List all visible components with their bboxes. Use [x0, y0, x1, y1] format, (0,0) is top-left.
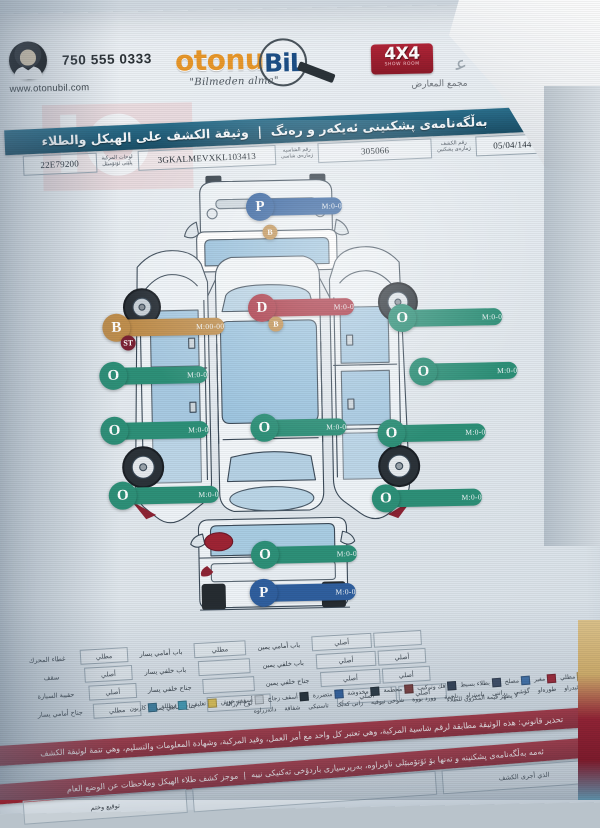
legend-swatch [207, 698, 218, 708]
legend-swatch [147, 702, 158, 713]
header-arabic-note-text: مجمع المعارض [411, 78, 468, 90]
legend-secondary-label: ڕاتنی [491, 689, 507, 698]
cell-left-name: غطاء المحرك [28, 654, 66, 665]
phone-number: 750 555 0333 [61, 50, 153, 68]
field-inspection-number: رقم الكشف ژمارەی پشکنین 305066 [316, 137, 475, 164]
cell-right-name: جناح خلفي يمين [265, 676, 310, 687]
title-separator: | [257, 123, 263, 140]
field-value-vin: 3GKALMEVXKL103413 [157, 150, 257, 166]
cell-right-name: باب أمامي يمين [257, 640, 301, 651]
cell-left-status[interactable]: أصلي [84, 665, 133, 683]
legend-secondary-label: باستراو [465, 690, 485, 700]
legend-item: تغليف [191, 698, 218, 709]
legend-swatch [447, 680, 457, 691]
legend-swatch [491, 677, 502, 688]
legend-swatch [178, 700, 188, 711]
legend-secondary-label: طورەاو [537, 685, 557, 695]
legend-swatch [254, 694, 265, 705]
legend-label: أسقف زجاج [267, 693, 299, 703]
logo-tagline: "Bilmeden alma" [189, 75, 279, 89]
title-kurdish: بەڵگەنامەی پشکنینی ئەیکەر و رەنگ [270, 113, 488, 139]
cell-far-status[interactable]: أصلي [381, 665, 431, 684]
legend-item: كاربون [129, 702, 158, 714]
legend-label: فك وتركيب [416, 682, 446, 692]
cell-right-name: باب خلفي يمين [262, 658, 305, 669]
cell-far-status[interactable] [373, 629, 422, 648]
cell-mid-status[interactable]: مطلي [193, 640, 247, 659]
legend-label: مصلح [504, 677, 520, 686]
cell-mid-name: باب خلفي يسار [144, 665, 187, 676]
cell-mid-status[interactable] [202, 676, 255, 695]
cell-right-status[interactable]: أصلي [311, 632, 373, 652]
legend-label: متضررة [312, 690, 333, 700]
field-label-vin: رقم الشاسيه ژمارەی شاسی [280, 146, 314, 160]
title-arabic: وثيقة الكشف على الهيكل والطلاء [41, 124, 250, 149]
field-label-plate: لوحات المركبة پلێتی ئۆتۆمبێل [101, 154, 133, 168]
vehicle-outline-drawing [122, 173, 421, 611]
legend-secondary-label: زانی کەڵک [336, 699, 364, 709]
cell-far-status[interactable]: أصلي [377, 647, 427, 666]
legend-secondary-label: شوخی تیوقیە [370, 696, 405, 707]
header-arabic-big-glyph: ﻋ [455, 52, 468, 75]
legend-secondary-label: گۆشی [513, 687, 531, 696]
cell-left-name: حقيبة السيارة [37, 690, 75, 701]
legend-label: مظللة [160, 702, 177, 711]
legend-item: مغير [533, 673, 557, 685]
legend-label: مغير [533, 675, 546, 684]
legend-label: بطلاء بسيط [460, 679, 491, 689]
legend-item: متضررة [312, 689, 344, 700]
document-photo: 750 555 0333 www.otonubil.com otonu BiL … [0, 0, 600, 800]
website-url: www.otonubil.com [9, 82, 90, 95]
legend-item: أسقف خوش [220, 694, 265, 707]
legend-item: محطمة [383, 684, 414, 695]
legend-label: أسقف خوش [220, 696, 254, 707]
cell-left-status[interactable]: أصلي [88, 682, 138, 701]
cell-right-status[interactable]: أصلي [315, 650, 377, 670]
field-value-inspection-number-box[interactable]: 305066 [317, 138, 433, 164]
legend-label: تغليف [191, 700, 207, 709]
legend-secondary-label: دائەزراوە [253, 706, 277, 715]
cell-left-status[interactable]: مطلي [79, 647, 129, 665]
underlying-document-edge [578, 620, 600, 800]
legend-secondary-label: وورد بووة [411, 694, 437, 704]
legend-secondary-label: تاستیکی [308, 702, 329, 711]
legend-secondary-label: ئیدراو [563, 684, 579, 693]
legend-item: فك وتركيب [416, 680, 457, 693]
legend-secondary-label: شفافة [284, 704, 301, 713]
legend-swatch [334, 689, 344, 699]
legend-swatch [299, 691, 310, 702]
cell-mid-name: باب أمامي يسار [139, 647, 183, 658]
legend-item: أسقف زجاج [267, 691, 310, 704]
magnifier-handle-icon [296, 61, 336, 84]
field-value-plate: 22E79200 [40, 158, 80, 171]
legend-swatch [403, 684, 414, 694]
legend-label: مخدوشة [347, 688, 369, 697]
folded-paper-edge [544, 86, 600, 546]
legend-item: مصلح [504, 675, 531, 687]
legend-swatch [520, 675, 531, 686]
legend-label: كاربون [129, 704, 147, 713]
car-top-plan-view [214, 255, 325, 512]
cell-left-name: سقف [43, 672, 60, 682]
legend-label: مطلي [559, 673, 576, 682]
legend-item: مخدوشة [347, 686, 380, 698]
legend-item: بطلاء بسيط [460, 677, 502, 690]
car-side-left-view [122, 250, 213, 524]
legend-secondary-label: ناخمة [443, 692, 459, 701]
header-arabic-note: ﻋ مجمع المعارض [347, 51, 468, 93]
logo-primary-text: otonu [174, 42, 265, 78]
cell-mid-name: جناح خلفي يسار [147, 683, 192, 694]
cell-mid-status[interactable] [197, 658, 251, 677]
car-side-right-view [328, 246, 421, 520]
legend-swatch [370, 686, 380, 697]
cell-right-status[interactable]: أصلي [319, 668, 381, 688]
agent-avatar-icon [8, 41, 48, 80]
field-value-inspection-number: 305066 [360, 145, 390, 157]
legend-label: محطمة [383, 685, 403, 695]
legend-item: مظللة [161, 700, 188, 711]
legend-swatch [546, 673, 557, 684]
field-label-inspection-number: رقم الكشف ژمارەی پشکنین [436, 139, 471, 154]
